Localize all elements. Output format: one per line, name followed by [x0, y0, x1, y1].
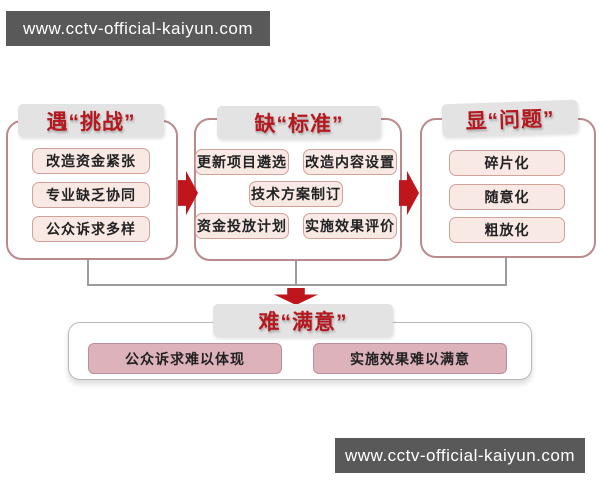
connector-line-horizontal [87, 284, 507, 286]
result-title: 难“满意” [213, 304, 393, 337]
result-item: 公众诉求难以体现 [88, 343, 282, 374]
challenge-item: 改造资金紧张 [32, 148, 150, 174]
connector-line-middle [295, 257, 297, 285]
result-item: 实施效果难以满意 [313, 343, 507, 374]
standard-item: 技术方案制订 [249, 181, 343, 207]
standard-item: 资金投放计划 [195, 213, 289, 239]
standard-item: 实施效果评价 [303, 213, 397, 239]
challenge-item: 公众诉求多样 [32, 216, 150, 242]
column-standards-title: 缺“标准” [217, 106, 381, 139]
connector-line-right [505, 253, 507, 285]
problem-item: 随意化 [449, 184, 565, 210]
standard-item: 改造内容设置 [303, 149, 397, 175]
connector-line-left [87, 255, 89, 285]
column-problems-title: 显“问题” [441, 99, 579, 138]
right-arrow-icon [399, 170, 419, 216]
challenge-item: 专业缺乏协同 [32, 182, 150, 208]
problem-item: 粗放化 [449, 217, 565, 243]
down-arrow-icon [274, 288, 318, 305]
standard-item: 更新项目遴选 [195, 149, 289, 175]
watermark-banner-top: www.cctv-official-kaiyun.com [6, 11, 270, 46]
column-challenges-title: 遇“挑战” [18, 104, 164, 137]
problem-item: 碎片化 [449, 150, 565, 176]
watermark-banner-bottom: www.cctv-official-kaiyun.com [335, 438, 585, 473]
